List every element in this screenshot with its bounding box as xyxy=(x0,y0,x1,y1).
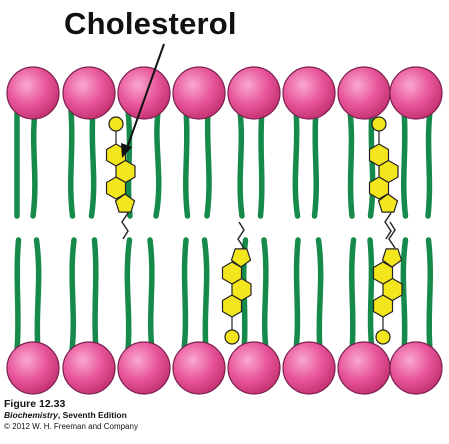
steroid-ring xyxy=(377,193,399,213)
phospholipid-head-bottom xyxy=(117,341,171,395)
fatty-acid-tail xyxy=(311,108,319,219)
fatty-acid-tail xyxy=(181,237,189,353)
copyright: © 2012 W. H. Freeman and Company xyxy=(4,422,138,431)
cholesterol-tail xyxy=(121,212,129,240)
arrow-shaft xyxy=(126,43,165,149)
cholesterol-hydroxyl xyxy=(371,116,387,132)
fatty-acid-tail xyxy=(367,237,375,353)
phospholipid-head-bottom xyxy=(62,341,116,395)
phospholipid-head-top xyxy=(282,66,336,120)
book-edition: , Seventh Edition xyxy=(57,410,127,420)
cholesterol-hydroxyl xyxy=(224,329,240,345)
steroid-ring xyxy=(114,193,136,213)
phospholipid-heads xyxy=(6,66,443,395)
steroid-ring xyxy=(221,261,243,285)
fatty-acid-tail xyxy=(88,108,97,219)
fatty-acid-tail xyxy=(349,237,357,353)
cholesterol-tail xyxy=(237,221,245,249)
steroid-ring xyxy=(230,248,252,268)
label-arrow xyxy=(121,43,165,158)
fatty-acid-tails xyxy=(14,108,433,353)
phospholipid-head-top xyxy=(389,66,443,120)
phospholipid-head-bottom xyxy=(389,341,443,395)
fatty-acid-tail xyxy=(401,108,409,219)
fatty-acid-tail xyxy=(425,237,433,353)
phospholipid-head-top xyxy=(337,66,391,120)
book-title: Biochemistry xyxy=(4,410,58,420)
fatty-acid-tail xyxy=(183,108,191,219)
phospholipid-head-top xyxy=(6,66,60,120)
phospholipid-head-top xyxy=(62,66,116,120)
fatty-acid-tail xyxy=(147,237,155,353)
arrow-head xyxy=(121,143,132,158)
fatty-acid-tail xyxy=(124,237,133,353)
phospholipid-head-bottom xyxy=(6,341,60,395)
cholesterol-hydroxyl xyxy=(375,329,391,345)
fatty-acid-tail xyxy=(425,108,433,219)
fatty-acid-tail xyxy=(293,237,301,353)
fatty-acid-tail xyxy=(237,108,245,219)
fatty-acid-tail xyxy=(14,237,22,353)
fatty-acid-tail xyxy=(30,108,38,219)
fatty-acid-tail xyxy=(367,108,376,219)
fatty-acid-tail xyxy=(33,237,42,353)
phospholipid-head-bottom xyxy=(172,341,226,395)
phospholipid-head-top xyxy=(227,66,281,120)
cholesterol-hydroxyl xyxy=(108,116,124,132)
phospholipid-head-top xyxy=(117,66,171,120)
steroid-ring xyxy=(105,176,127,200)
phospholipid-head-top xyxy=(172,66,226,120)
fatty-acid-tail xyxy=(69,237,77,353)
figure-number: Figure 12.33 xyxy=(4,398,66,410)
fatty-acid-tail xyxy=(400,237,409,353)
steroid-ring xyxy=(372,261,394,285)
fatty-acid-tail xyxy=(261,237,269,353)
phospholipid-head-bottom xyxy=(227,341,281,395)
steroid-ring xyxy=(381,248,403,268)
phospholipid-head-bottom xyxy=(282,341,336,395)
cholesterol-label: Cholesterol xyxy=(64,6,237,41)
phospholipid-head-bottom xyxy=(337,341,391,395)
fatty-acid-tail xyxy=(201,237,210,353)
cholesterol-tail xyxy=(388,221,396,249)
fatty-acid-tail xyxy=(347,108,355,219)
book-credit: Biochemistry, Seventh Edition xyxy=(4,410,138,421)
cholesterol-tail xyxy=(384,212,392,240)
fatty-acid-tail xyxy=(153,108,162,219)
cholesterol-molecules xyxy=(105,116,403,345)
fatty-acid-tail xyxy=(68,108,76,219)
fatty-acid-tail xyxy=(292,108,301,219)
fatty-acid-tail xyxy=(315,237,324,353)
fatty-acid-tail xyxy=(91,237,99,353)
steroid-ring xyxy=(368,176,390,200)
figure-caption: Figure 12.33 Biochemistry, Seventh Editi… xyxy=(4,399,138,432)
fatty-acid-tail xyxy=(204,108,212,219)
fatty-acid-tail xyxy=(257,108,265,219)
